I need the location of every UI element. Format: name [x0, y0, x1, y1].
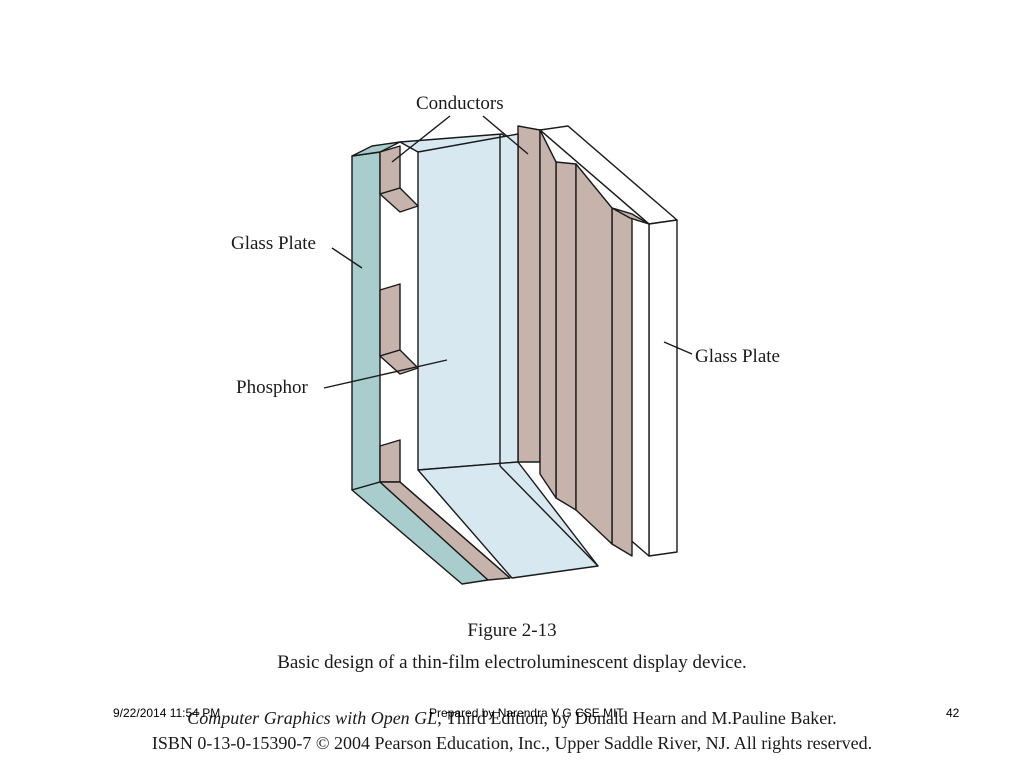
figure-description: Basic design of a thin-film electrolumin…: [277, 652, 747, 673]
left-glass-plate-top: [351, 141, 401, 157]
phosphor-leader: [323, 359, 448, 389]
glass-plate-right-label: Glass Plate: [695, 346, 780, 367]
right-conductor-1-side: [539, 129, 557, 499]
right-glass-plate-front: [648, 219, 678, 557]
book-title: Computer Graphics with Open GL: [187, 708, 438, 728]
book-credit-rest: , Third Edition, by Donald Hearn and M.P…: [437, 708, 837, 728]
left-glass-plate-front: [351, 151, 381, 491]
left-conductor-inner-edge: [399, 481, 511, 579]
book-credit-line: Computer Graphics with Open GL, Third Ed…: [0, 708, 1024, 729]
footer-date: 9/22/2014 11:54 PM: [113, 706, 221, 720]
electroluminescent-device-diagram: Conductors Glass Plate Glass Plate Phosp…: [231, 93, 780, 585]
conductors-label: Conductors: [416, 93, 504, 114]
figure-number: Figure 2-13: [467, 620, 557, 641]
isbn-line: ISBN 0-13-0-15390-7 © 2004 Pearson Educa…: [151, 733, 873, 753]
right-conductor-1: [517, 125, 541, 463]
phosphor-inner-edge: [499, 465, 599, 567]
conductors-leader-left: [391, 115, 451, 163]
right-conductor-2: [555, 161, 577, 511]
phosphor-front: [417, 133, 519, 471]
page-number: 42: [946, 706, 960, 720]
left-conductor-2: [379, 283, 401, 357]
footer-author: Prepared by Narendra V G CSE MIT: [429, 706, 624, 720]
glass-plate-left-leader: [331, 247, 363, 269]
left-conductor-2-bottom: [379, 349, 419, 375]
right-conductor-3: [611, 207, 633, 557]
phosphor-label: Phosphor: [236, 377, 308, 398]
right-conductor-3-top: [611, 207, 650, 225]
right-conductor-2-side: [575, 163, 613, 545]
left-conductor-1-bottom: [379, 187, 419, 213]
conductors-leader-right: [482, 115, 529, 155]
glass-plate-right-leader: [663, 341, 693, 355]
glass-plate-left-label: Glass Plate: [231, 233, 316, 254]
left-conductor-1: [379, 145, 401, 195]
left-conductor-3: [379, 439, 401, 483]
